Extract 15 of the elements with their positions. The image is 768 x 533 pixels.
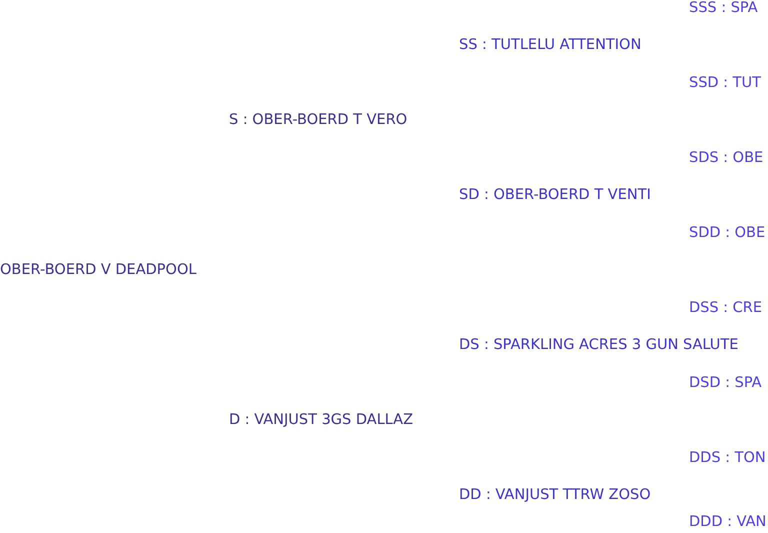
ancestor-name: SS : TUTLELU ATTENTION bbox=[459, 36, 642, 54]
ancestor-name: SSD : TUT bbox=[689, 74, 762, 92]
ancestor-name: DSS : CRE bbox=[689, 299, 762, 317]
ancestor-name: SDD : OBE bbox=[689, 224, 766, 242]
ancestor-name: DDD : VAN bbox=[689, 513, 766, 531]
ancestor-name: DSD : SPA bbox=[689, 374, 762, 392]
ancestor-name: DS : SPARKLING ACRES 3 GUN SALUTE bbox=[459, 336, 738, 354]
ancestor-name: D : VANJUST 3GS DALLAZ bbox=[229, 411, 414, 429]
ancestor-name: DD : VANJUST TTRW ZOSO bbox=[459, 486, 651, 504]
ancestor-name: SSS : SPA bbox=[689, 0, 758, 17]
ancestor-name: S : OBER-BOERD T VERO bbox=[229, 111, 408, 129]
ancestor-name: SDS : OBE bbox=[689, 149, 764, 167]
ancestor-name: SD : OBER-BOERD T VENTI bbox=[459, 186, 651, 204]
pedigree-subject-name: OBER-BOERD V DEADPOOL bbox=[0, 261, 196, 279]
ancestor-name: DDS : TON bbox=[689, 449, 766, 467]
